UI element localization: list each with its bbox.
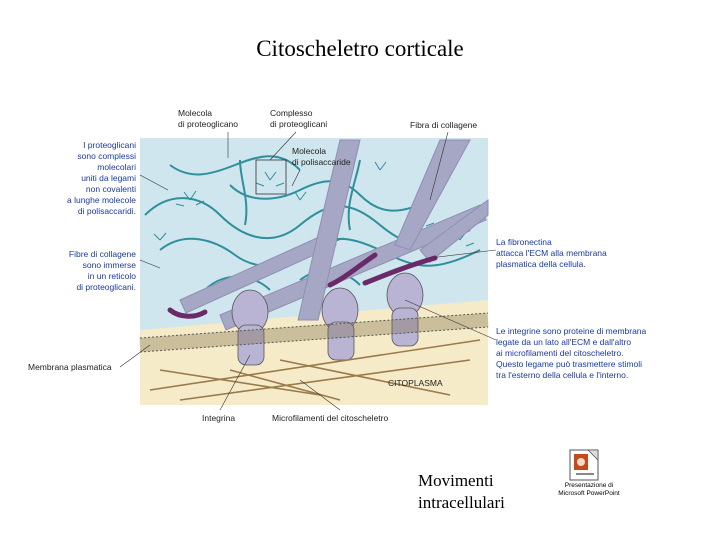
fibronectin-molecules (167, 252, 438, 319)
label-complesso-proteoglicani: Complesso di proteoglicani (270, 108, 328, 129)
label-membrana-plasmatica: Membrana plasmatica (28, 362, 112, 372)
plasma-membrane (139, 312, 489, 353)
label-fibra-collagene: Fibra di collagene (410, 120, 478, 130)
integrins (231, 272, 424, 366)
link-movimenti-intracellulari[interactable]: Movimenti intracellulari (418, 471, 505, 512)
powerpoint-file-icon[interactable] (546, 446, 630, 504)
label-proteoglicani-desc: I proteoglicani sono complessi molecolar… (67, 140, 136, 216)
microfilaments (149, 339, 481, 401)
proteoglycan-complex-box (255, 159, 287, 195)
label-integrina: Integrina (202, 413, 236, 423)
label-citoplasma: CITOPLASMA (388, 378, 443, 388)
label-integrine-desc: Le integrine sono proteine di membrana l… (496, 326, 647, 380)
label-molecola-proteoglicano: Molecola di proteoglicano (178, 108, 239, 129)
label-fibronectina-desc: La fibronectina attacca l'ECM alla membr… (496, 237, 607, 269)
label-fibre-collagene-desc: Fibre di collagene sono immerse in un re… (68, 249, 136, 292)
powerpoint-icon-caption: Presentazione di Microsoft PowerPoint (558, 482, 620, 497)
leader-lines (119, 131, 497, 411)
label-microfilamenti: Microfilamenti del citoscheletro (272, 413, 389, 423)
collagen-fibers (179, 139, 489, 331)
page-title: Citoscheletro corticale (256, 36, 464, 61)
label-molecola-polisaccaride: Molecola di polisaccaride (292, 146, 351, 167)
